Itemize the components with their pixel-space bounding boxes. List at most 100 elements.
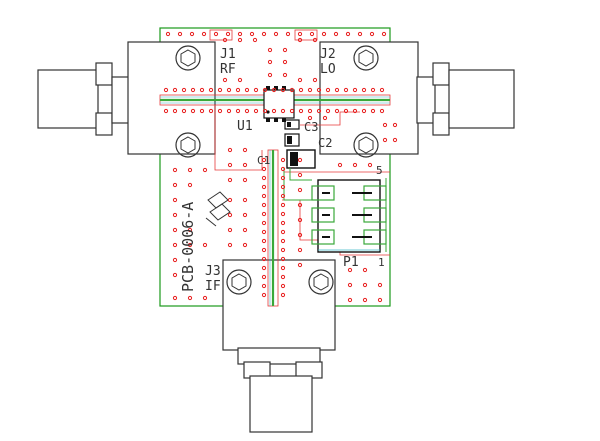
silkscreen-labels: J1 RF J2 LO U1 C3 C2 C1 P1 1 5 J3 IF PCB…: [179, 47, 385, 294]
via: [189, 31, 195, 37]
label-c3: C3: [304, 120, 318, 134]
via: [392, 122, 398, 128]
hex-nut-icon: [358, 49, 374, 67]
via: [261, 283, 267, 289]
mount-hole-rf-bottom: [175, 132, 201, 158]
via: [242, 227, 248, 233]
mount-hole-lo-bottom: [353, 132, 379, 158]
via: [357, 31, 363, 37]
via: [222, 77, 228, 83]
via: [190, 87, 196, 93]
via: [267, 47, 273, 53]
via: [280, 274, 286, 280]
via: [280, 184, 286, 190]
label-u1: U1: [237, 119, 253, 134]
via: [261, 265, 267, 271]
via: [242, 162, 248, 168]
via: [267, 59, 273, 65]
via: [297, 217, 303, 223]
via: [172, 242, 178, 248]
capacitor-c2: [284, 133, 300, 147]
via: [227, 212, 233, 218]
via: [289, 87, 295, 93]
via: [172, 87, 178, 93]
via: [227, 177, 233, 183]
via: [297, 172, 303, 178]
via: [280, 166, 286, 172]
via: [280, 238, 286, 244]
via: [307, 108, 313, 114]
via: [201, 31, 207, 37]
via: [190, 108, 196, 114]
via: [325, 87, 331, 93]
via: [280, 283, 286, 289]
via: [172, 182, 178, 188]
via: [370, 108, 376, 114]
mount-hole-if-right: [308, 269, 334, 295]
via: [217, 108, 223, 114]
via: [172, 227, 178, 233]
label-p1: P1: [343, 255, 359, 270]
via: [379, 108, 385, 114]
via: [202, 242, 208, 248]
via: [379, 87, 385, 93]
via: [213, 31, 219, 37]
label-rf: RF: [220, 62, 236, 77]
via: [352, 87, 358, 93]
via: [321, 31, 327, 37]
via: [262, 108, 268, 114]
via: [297, 247, 303, 253]
via: [163, 87, 169, 93]
via: [187, 167, 193, 173]
via: [253, 108, 259, 114]
via: [208, 108, 214, 114]
via: [282, 47, 288, 53]
via: [217, 87, 223, 93]
via: [227, 162, 233, 168]
via: [208, 87, 214, 93]
via: [261, 31, 267, 37]
via: [280, 247, 286, 253]
via: [261, 157, 267, 163]
via: [252, 37, 258, 43]
via: [172, 272, 178, 278]
via: [181, 87, 187, 93]
mount-hole-if-left: [226, 269, 252, 295]
via: [262, 87, 268, 93]
via: [227, 147, 233, 153]
via: [347, 282, 353, 288]
via: [187, 182, 193, 188]
via: [309, 31, 315, 37]
capacitor-c3: [284, 119, 300, 130]
via: [343, 87, 349, 93]
via: [307, 115, 313, 121]
via: [325, 108, 331, 114]
via: [280, 229, 286, 235]
if-transmission-line: [267, 149, 279, 307]
via: [347, 297, 353, 303]
via: [227, 227, 233, 233]
sma-connector-lo: [319, 41, 515, 155]
via: [345, 31, 351, 37]
via: [261, 229, 267, 235]
via: [280, 211, 286, 217]
via: [242, 197, 248, 203]
sma-connector-rf: [37, 41, 216, 155]
via: [362, 282, 368, 288]
via: [280, 265, 286, 271]
via: [307, 87, 313, 93]
via: [316, 108, 322, 114]
via: [298, 87, 304, 93]
via: [280, 108, 286, 114]
via: [334, 87, 340, 93]
via: [199, 87, 205, 93]
via: [362, 267, 368, 273]
via: [280, 175, 286, 181]
via: [280, 157, 286, 163]
via: [280, 202, 286, 208]
via: [172, 295, 178, 301]
via: [361, 108, 367, 114]
u1-mixer-ic: [263, 86, 295, 122]
via: [226, 108, 232, 114]
via: [261, 256, 267, 262]
